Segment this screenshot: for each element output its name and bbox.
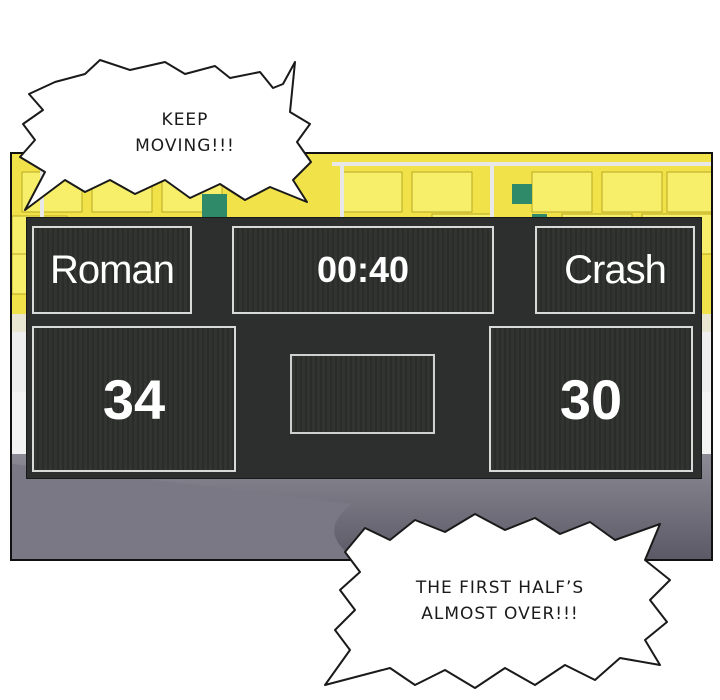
center-display (290, 354, 435, 434)
home-score: 34 (32, 326, 236, 472)
speech-top-line-1: KEEP (161, 110, 209, 130)
speech-bottom-line-2: ALMOST OVER!!! (421, 604, 579, 624)
speech-bubble-bottom (324, 513, 671, 689)
speech-top-text: KEEP MOVING!!! (105, 107, 265, 159)
game-clock: 00:40 (232, 226, 494, 314)
speech-bottom-line-1: THE FIRST HALF’S (415, 578, 585, 598)
home-team-name: Roman (32, 226, 192, 314)
away-team-name: Crash (535, 226, 695, 314)
scoreboard: Roman 00:40 Crash 34 30 (26, 217, 702, 479)
speech-bubble-top (19, 59, 312, 211)
speech-bottom-text: THE FIRST HALF’S ALMOST OVER!!! (390, 575, 610, 627)
away-score: 30 (489, 326, 693, 472)
speech-top-line-2: MOVING!!! (135, 136, 235, 156)
